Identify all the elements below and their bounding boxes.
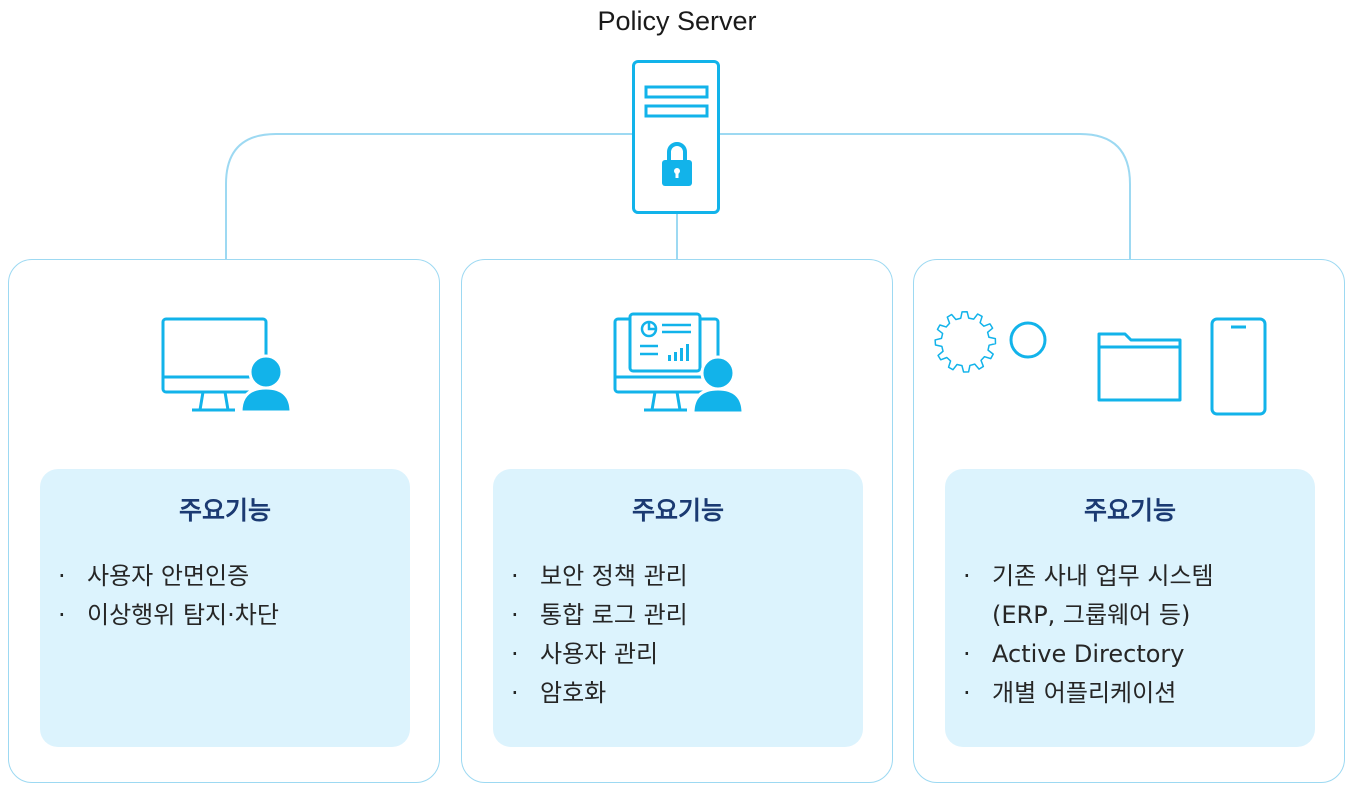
list-item: ·암호화 bbox=[511, 679, 607, 707]
diagram-title: Policy Server bbox=[597, 6, 757, 36]
list-item: ·사용자 관리 bbox=[511, 640, 659, 668]
features-panel: 주요기능 ·기존 사내 업무 시스템 (ERP, 그룹웨어 등) ·Active… bbox=[945, 469, 1315, 747]
dashboard-monitor-user-icon bbox=[613, 312, 745, 415]
card-user-authentication: 주요기능 ·사용자 안면인증 ·이상행위 탐지·차단 bbox=[8, 259, 440, 783]
list-item: ·사용자 안면인증 bbox=[58, 562, 250, 590]
panel-heading: 주요기능 bbox=[1083, 496, 1176, 525]
list-item: ·개별 어플리케이션 bbox=[963, 679, 1177, 707]
panel-heading: 주요기능 bbox=[631, 496, 724, 525]
policy-server-icon bbox=[632, 60, 720, 214]
list-item: ·이상행위 탐지·차단 bbox=[58, 601, 279, 629]
integration-icons bbox=[934, 310, 1267, 416]
card-policy-management: 주요기능 ·보안 정책 관리 ·통합 로그 관리 ·사용자 관리 ·암호화 bbox=[461, 259, 893, 783]
list-item: ·보안 정책 관리 bbox=[511, 562, 688, 590]
folder-icon bbox=[1097, 332, 1182, 402]
list-item: ·통합 로그 관리 bbox=[511, 601, 688, 629]
gear-icon bbox=[934, 310, 1047, 373]
card-system-integration: 주요기능 ·기존 사내 업무 시스템 (ERP, 그룹웨어 등) ·Active… bbox=[913, 259, 1345, 783]
features-panel: 주요기능 ·보안 정책 관리 ·통합 로그 관리 ·사용자 관리 ·암호화 bbox=[493, 469, 863, 747]
smartphone-icon bbox=[1210, 317, 1267, 416]
features-panel: 주요기능 ·사용자 안면인증 ·이상행위 탐지·차단 bbox=[40, 469, 410, 747]
list-item: ·기존 사내 업무 시스템 (ERP, 그룹웨어 등) bbox=[963, 562, 1214, 629]
monitor-user-icon bbox=[161, 317, 293, 414]
list-item: ·Active Directory bbox=[963, 640, 1185, 668]
panel-heading: 주요기능 bbox=[178, 496, 271, 525]
